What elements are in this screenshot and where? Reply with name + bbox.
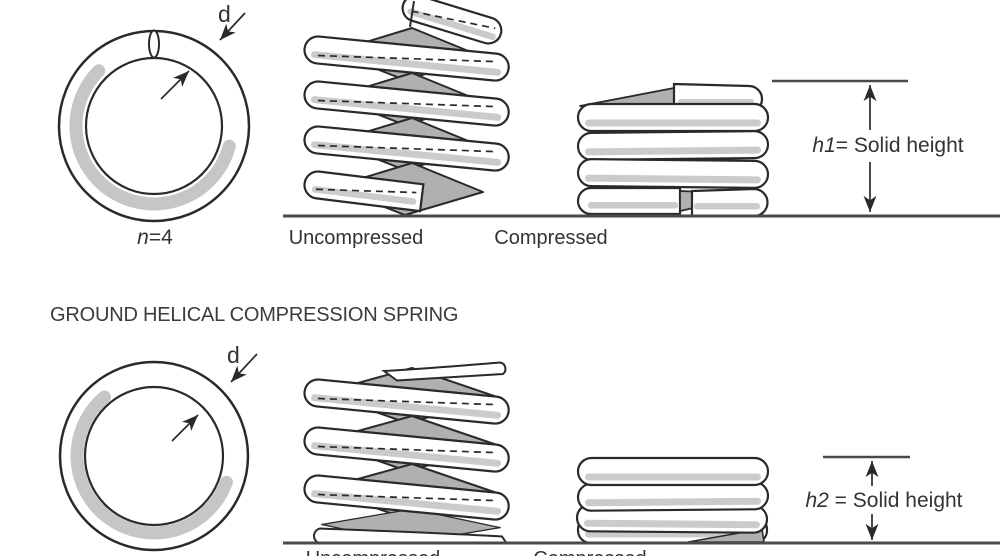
- h1-solid-height-label: h1= Solid height: [812, 135, 963, 156]
- coil-tube: [576, 102, 770, 133]
- wire-diameter-label-top: d: [218, 1, 231, 27]
- coil-tube: [576, 157, 770, 190]
- coil-end-bottom: [303, 170, 425, 213]
- coil-tube: [576, 456, 770, 487]
- ground-spring-end-view: [58, 353, 258, 552]
- ground-spring-uncompressed: [302, 361, 512, 545]
- h1-var: h1: [812, 134, 836, 157]
- ring-shading: [70, 390, 233, 540]
- plain-spring-end-view: [57, 12, 251, 223]
- wire-diameter-arrow: [219, 12, 246, 41]
- outer-diameter-circle: [58, 360, 250, 552]
- outer-diameter-circle: [57, 29, 251, 223]
- h2-rest: = Solid height: [828, 489, 963, 512]
- ground-flat-bottom-coil: [312, 527, 508, 544]
- wire-diameter-label-bottom: d: [227, 342, 240, 368]
- wire-end-slit: [148, 29, 160, 59]
- uncompressed-label-bottom: Uncompressed: [306, 549, 441, 556]
- compressed-label-bottom: Compressed: [533, 549, 646, 556]
- inner-diameter-circle: [83, 385, 225, 527]
- coil-count-label: n=4: [137, 227, 173, 248]
- wire-diameter-arrow: [230, 353, 258, 383]
- inner-diameter-arrow: [160, 70, 190, 100]
- inner-diameter-arrow: [171, 414, 199, 442]
- h2-var: h2: [805, 489, 829, 512]
- h2-solid-height-label: h2 = Solid height: [805, 490, 962, 511]
- compressed-label-top: Compressed: [494, 227, 608, 249]
- uncompressed-label-top: Uncompressed: [288, 227, 424, 249]
- h1-rest: = Solid height: [835, 134, 964, 157]
- coil-count-rest: =4: [148, 226, 173, 249]
- plain-spring-uncompressed: [302, 0, 512, 216]
- coil-end-top: [401, 0, 503, 45]
- ground-flat-top-coil: [381, 361, 507, 382]
- ground-spring-compressed: [575, 456, 770, 545]
- coil-tube: [576, 129, 770, 162]
- wire-cut-edge: [409, 0, 415, 28]
- section-title: GROUND HELICAL COMPRESSION SPRING: [50, 304, 459, 326]
- coil-end-bottom: [576, 186, 769, 218]
- plain-spring-compressed: [576, 82, 770, 218]
- ring-shading: [69, 64, 236, 211]
- coil-tube: [576, 481, 770, 512]
- coil-count-var: n: [137, 226, 149, 249]
